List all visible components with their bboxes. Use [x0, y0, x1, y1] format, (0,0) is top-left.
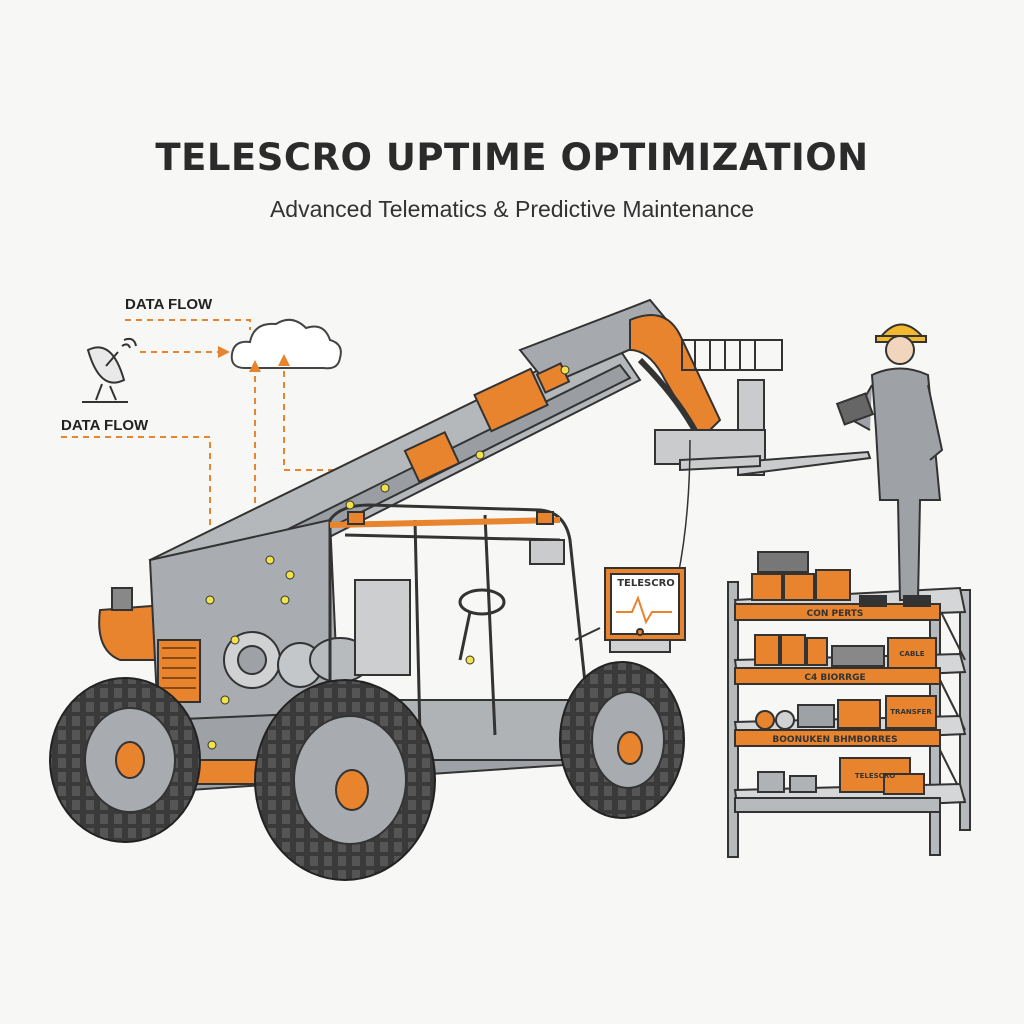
box-label-c: TELESCRO — [855, 772, 895, 780]
front-left-wheel — [254, 679, 436, 881]
sensor-nodes — [205, 365, 570, 750]
shelf-label-3: BOONUKEN BHMBORRES — [772, 735, 897, 745]
display-brand: TELESCRO — [617, 578, 675, 589]
operator-cab — [328, 503, 592, 736]
rear-left-wheel — [49, 677, 201, 843]
data-flow-label-top: DATA FLOW — [125, 296, 213, 313]
telematics-display — [574, 567, 686, 653]
shelf-label-1: CON PERTS — [807, 609, 864, 619]
shelf-label-2: C4 BIORRGE — [804, 673, 865, 683]
front-right-wheel — [559, 661, 685, 819]
technician-figure — [835, 323, 944, 607]
data-flow-label-left: DATA FLOW — [61, 417, 149, 434]
shelf-labels: CON PERTS C4 BIORRGE BOONUKEN BHMBORRES … — [772, 609, 932, 780]
page-title: TELESCRO UPTIME OPTIMIZATION — [155, 136, 869, 179]
parts-shelf — [727, 551, 971, 858]
page-subtitle: Advanced Telematics & Predictive Mainten… — [269, 196, 755, 222]
box-label-b: TRANSFER — [890, 708, 932, 716]
data-flow-arrows — [218, 346, 290, 372]
satellite-dish-icon — [82, 337, 137, 403]
fork-carriage — [654, 339, 872, 477]
cloud-icon — [230, 318, 342, 370]
data-flow-lines — [61, 319, 380, 550]
box-label-a: CABLE — [899, 650, 924, 658]
